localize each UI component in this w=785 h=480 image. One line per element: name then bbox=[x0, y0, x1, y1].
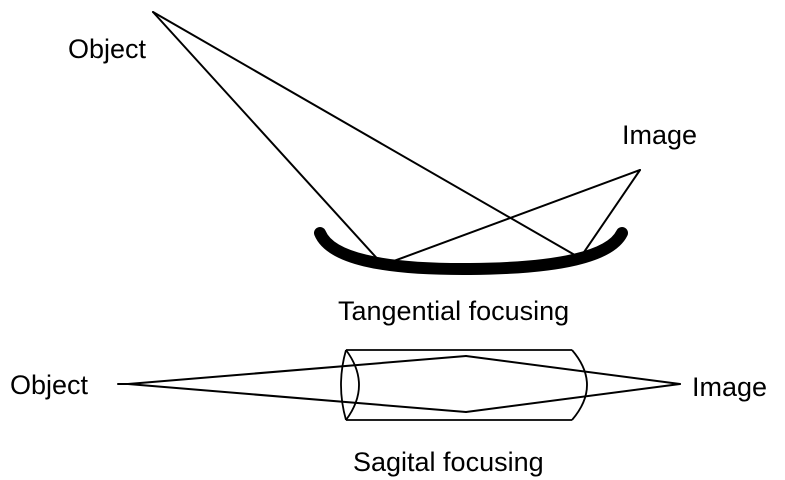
sagittal-ray-lower-in bbox=[127, 383, 467, 413]
sagittal-caption: Sagital focusing bbox=[353, 447, 544, 477]
tangential-image-label: Image bbox=[622, 120, 697, 150]
tangential-object-ray-1 bbox=[152, 11, 384, 266]
curved-mirror bbox=[314, 227, 628, 276]
sagittal-ray-upper-out bbox=[465, 355, 681, 385]
tangential-focusing-group: Object Image Tangential focusing bbox=[68, 11, 697, 326]
tangential-object-label: Object bbox=[68, 34, 147, 64]
tangential-object-ray-2 bbox=[152, 11, 581, 259]
tangential-caption: Tangential focusing bbox=[338, 296, 569, 326]
sagittal-image-label: Image bbox=[692, 372, 767, 402]
tangential-image-ray-2 bbox=[579, 169, 641, 259]
cylinder-left-end-back bbox=[340, 349, 347, 421]
cylinder-left-end-front bbox=[345, 349, 360, 421]
sagittal-ray-upper-in bbox=[127, 355, 467, 385]
sagittal-ray-lower-out bbox=[465, 383, 681, 413]
sagittal-focusing-group: Object Image Sagital focusing bbox=[10, 349, 767, 477]
sagittal-object-label: Object bbox=[10, 370, 89, 400]
tangential-image-ray-1 bbox=[382, 169, 641, 266]
cylinder-right-end bbox=[571, 349, 588, 421]
